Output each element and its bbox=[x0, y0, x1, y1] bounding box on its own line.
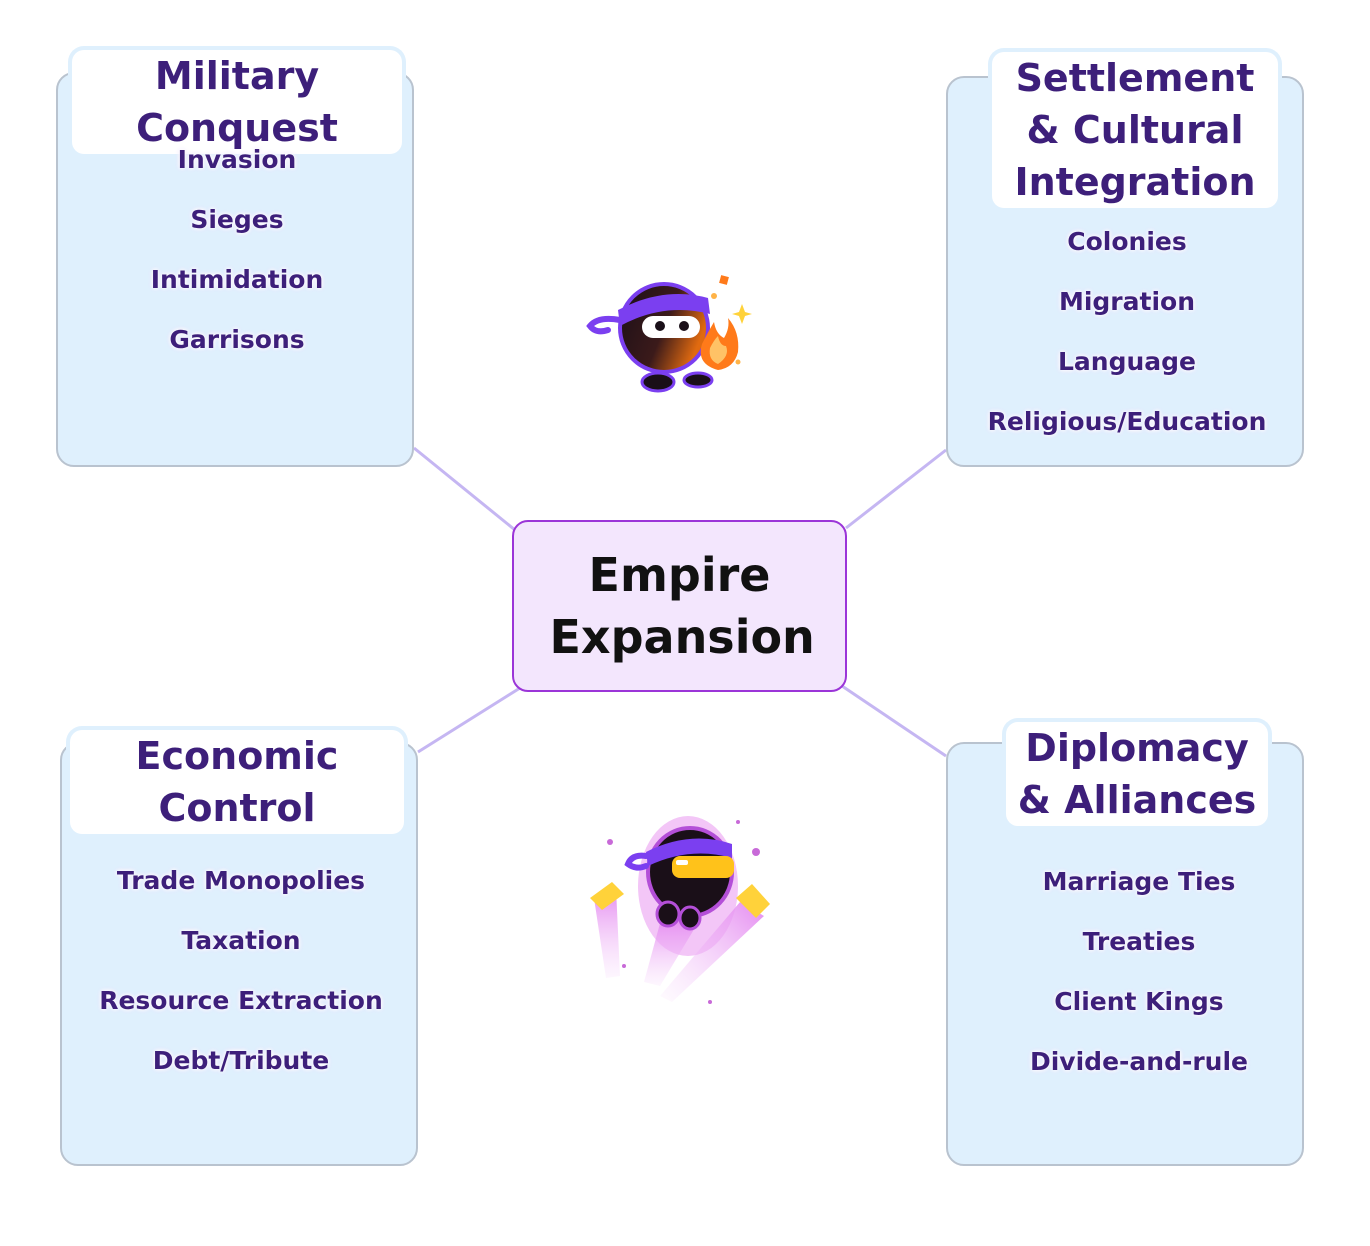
list-item: Sieges bbox=[190, 205, 284, 234]
connector-economic bbox=[417, 686, 521, 754]
settlement-box: Settlement & Cultural Integration Coloni… bbox=[946, 52, 1306, 467]
settlement-items: Colonies Migration Language Religious/Ed… bbox=[948, 212, 1306, 452]
list-item: Migration bbox=[1058, 287, 1196, 316]
diplomacy-title: Diplomacy & Alliances bbox=[1006, 722, 1268, 826]
list-item: Colonies bbox=[1067, 227, 1187, 256]
connector-settlement bbox=[845, 448, 947, 530]
list-item: Marriage Ties bbox=[1042, 867, 1236, 896]
ninja-rocket-mascot-icon bbox=[590, 816, 770, 1004]
list-item: Garrisons bbox=[169, 325, 305, 354]
center-node: Empire Expansion bbox=[512, 520, 847, 692]
diplomacy-items: Marriage Ties Treaties Client Kings Divi… bbox=[960, 852, 1318, 1092]
military-conquest-box: Military Conquest Invasion Sieges Intimi… bbox=[56, 50, 416, 467]
list-item: Divide-and-rule bbox=[1029, 1047, 1248, 1076]
economic-control-title: Economic Control bbox=[70, 730, 404, 834]
list-item: Resource Extraction bbox=[99, 986, 383, 1015]
list-item: Language bbox=[1057, 347, 1196, 376]
ninja-fire-mascot-icon bbox=[586, 275, 752, 393]
list-item: Invasion bbox=[177, 145, 297, 174]
economic-control-box: Economic Control Trade Monopolies Taxati… bbox=[60, 730, 420, 1166]
connector-diplomacy bbox=[841, 684, 947, 758]
military-conquest-title: Military Conquest bbox=[72, 50, 402, 154]
military-conquest-items: Invasion Sieges Intimidation Garrisons bbox=[58, 130, 416, 370]
list-item: Debt/Tribute bbox=[152, 1046, 330, 1075]
list-item: Religious/Education bbox=[987, 407, 1267, 436]
economic-control-items: Trade Monopolies Taxation Resource Extra… bbox=[62, 851, 420, 1091]
diplomacy-box: Diplomacy & Alliances Marriage Ties Trea… bbox=[946, 722, 1304, 1166]
list-item: Trade Monopolies bbox=[116, 866, 366, 895]
list-item: Taxation bbox=[181, 926, 301, 955]
connector-military bbox=[413, 446, 516, 532]
list-item: Intimidation bbox=[150, 265, 324, 294]
list-item: Treaties bbox=[1082, 927, 1196, 956]
center-title: Empire Expansion bbox=[549, 548, 815, 664]
settlement-title: Settlement & Cultural Integration bbox=[992, 52, 1278, 208]
list-item: Client Kings bbox=[1054, 987, 1224, 1016]
